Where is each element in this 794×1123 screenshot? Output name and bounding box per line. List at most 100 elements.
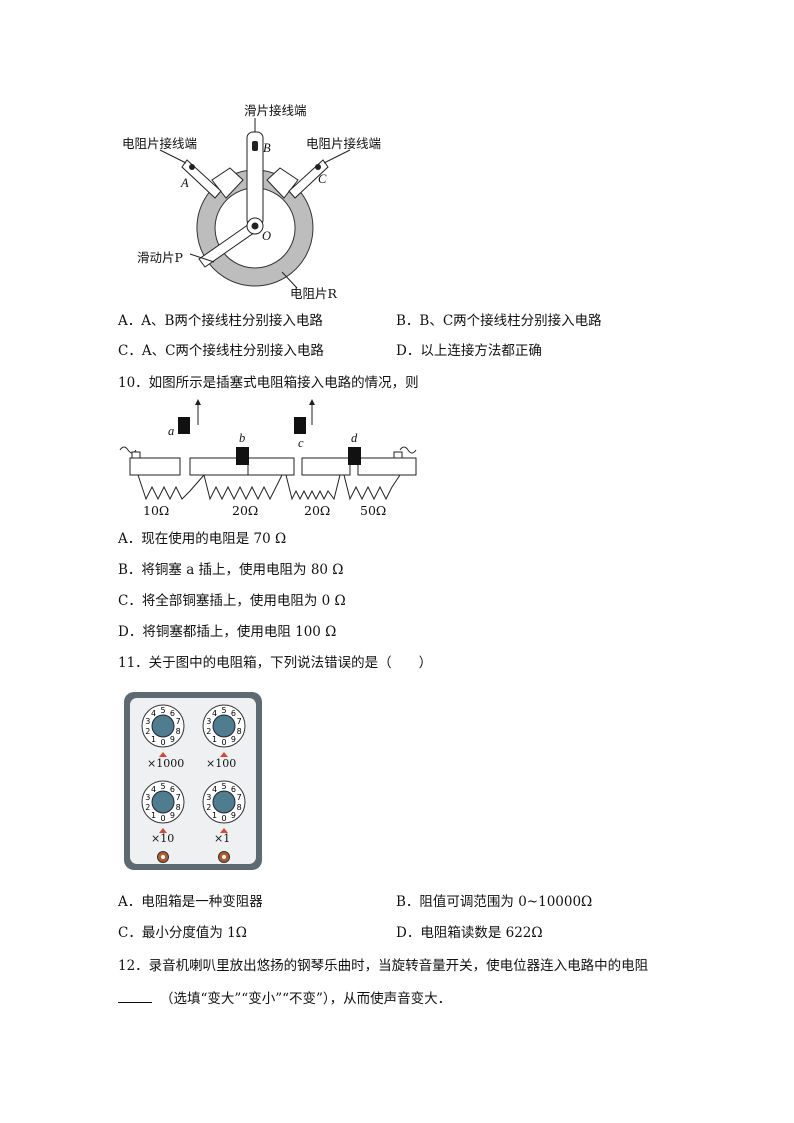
q9-option-c[interactable]: C．A、C两个接线柱分别接入电路 [118,343,324,359]
dial-digit: 5 [160,782,165,791]
q12-line1: 12．录音机喇叭里放出悠扬的钢琴乐曲时，当旋转音量开关，使电位器连入电路中的电阻 [118,958,649,974]
dial-digit: 8 [237,727,242,736]
dial-digit: 0 [160,814,165,823]
dial-label-thousands: ×1000 [147,757,185,770]
plug-label-a: a [168,424,175,438]
dial-digit: 7 [176,793,181,802]
dial-digit: 9 [231,735,236,744]
dial-digit: 2 [145,727,150,736]
q10-option-a[interactable]: A．现在使用的电阻是 70 Ω [118,531,287,547]
plug-b [236,447,249,465]
label-resistor-terminal-right: 电阻片接线端 [306,136,382,151]
dial-digit: 6 [170,709,175,718]
q9-option-b[interactable]: B．B、C两个接线柱分别接入电路 [396,313,602,329]
letter-A: A [181,176,189,190]
dial-digit: 6 [231,709,236,718]
q9-option-d[interactable]: D．以上连接方法都正确 [396,343,542,359]
q11-option-b[interactable]: B．阻值可调范围为 0~10000Ω [396,894,593,910]
dial-label-hundreds: ×100 [206,757,237,770]
q11-option-c[interactable]: C．最小分度值为 1Ω [118,925,247,941]
resistor-20b [285,474,341,501]
plug-label-b: b [239,431,246,445]
dial-pointer [220,752,228,757]
dial-digit: 4 [212,785,217,794]
dial-pointer [220,828,228,833]
dial-digit: 1 [212,735,217,744]
q11-stem: 11．关于图中的电阻箱，下列说法错误的是（ ） [118,655,433,671]
dial-label-ones: ×1 [214,832,231,845]
dial-digit: 3 [145,717,150,726]
dial-digit: 1 [151,811,156,820]
dial-digit: 7 [237,717,242,726]
slider-P [189,217,264,268]
resistor-50 [343,474,401,501]
dial-digit: 4 [212,709,217,718]
q9-option-a[interactable]: A．A、B两个接线柱分别接入电路 [118,313,323,329]
q11-option-d[interactable]: D．电阻箱读数是 622Ω [396,925,543,941]
resistor-value-4: 50Ω [360,503,387,518]
q12-line2: （选填“变大”“变小”“不变”），从而使声音变大． [160,991,452,1007]
dial-digit: 7 [176,717,181,726]
resistor-20a [203,474,283,501]
q10-option-d[interactable]: D．将铜塞都插上，使用电阻 100 Ω [118,624,337,640]
terminal-C [266,149,351,199]
q10-option-c[interactable]: C．将全部铜塞插上，使用电阻为 0 Ω [118,593,346,609]
dial-digit: 4 [151,709,156,718]
dial-digit: 3 [145,793,150,802]
plug-a [178,417,190,434]
q11-option-a[interactable]: A．电阻箱是一种变阻器 [118,894,263,910]
dial-pointer [159,752,167,757]
letter-O: O [262,229,272,243]
dial-digit: 2 [206,803,211,812]
dial-digit: 0 [221,738,226,747]
dial-digit: 5 [221,706,226,715]
dial-digit: 6 [231,785,236,794]
label-slider-terminal: 滑片接线端 [244,103,307,118]
dial-digit: 4 [151,785,156,794]
dial-digit: 9 [170,811,175,820]
dial-digit: 3 [206,793,211,802]
resistor-value-2: 20Ω [232,503,259,518]
dial-digit: 2 [206,727,211,736]
resistor-value-1: 10Ω [143,503,170,518]
terminal-A [159,149,244,199]
dial-digit: 2 [145,803,150,812]
dial-digit: 1 [212,811,217,820]
dial-digit: 8 [176,727,181,736]
label-slider-P: 滑动片P [137,250,183,265]
terminal-B [246,118,264,227]
dial-label-tens: ×10 [151,832,175,845]
dial-pointer [159,828,167,833]
dial-digit: 3 [206,717,211,726]
dial-digit: 7 [237,793,242,802]
plug-d [348,447,361,465]
resistor-value-3: 20Ω [304,503,331,518]
q10-option-b[interactable]: B．将铜塞 a 插上，使用电阻为 80 Ω [118,562,344,578]
dial-digit: 5 [160,706,165,715]
dial-digit: 8 [176,803,181,812]
letter-C: C [318,172,327,186]
q12-answer-blank[interactable] [118,990,152,1003]
q12-line2-wrap: （选填“变大”“变小”“不变”），从而使声音变大． [118,990,451,1008]
plug-label-c: c [298,436,304,450]
plug-box-diagram [119,399,417,501]
dial-digit: 8 [237,803,242,812]
letter-B: B [263,141,271,155]
plug-c [294,417,306,434]
resistor-10 [137,474,205,501]
label-resistor-terminal-left: 电阻片接线端 [122,136,198,151]
plug-label-d: d [351,431,358,445]
dial-digit: 9 [170,735,175,744]
dial-digit: 6 [170,785,175,794]
dial-digit: 0 [160,738,165,747]
dial-digit: 9 [231,811,236,820]
dial-digit: 5 [221,782,226,791]
dial-digit: 1 [151,735,156,744]
dial-digit: 0 [221,814,226,823]
potentiometer-diagram [159,118,351,289]
